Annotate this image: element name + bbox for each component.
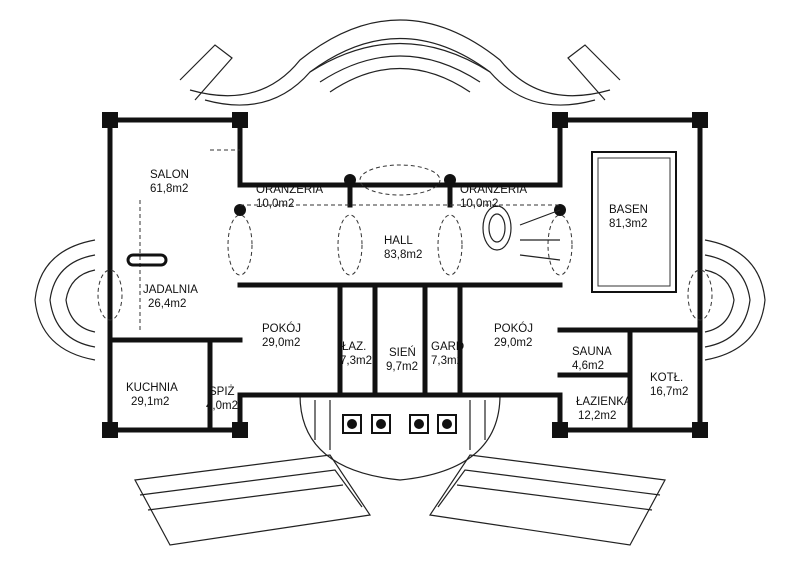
room-name-laz: ŁAZ. [342, 341, 366, 353]
room-labels: SALON 61,8m2 JADALNIA 26,4m2 KUCHNIA 29,… [126, 169, 688, 422]
room-area-kuchnia: 29,1m2 [131, 396, 169, 408]
room-name-sien: SIEŃ [389, 346, 416, 359]
room-name-salon: SALON [150, 169, 189, 181]
room-area-gard: 7,3m2 [431, 355, 463, 367]
room-area-sien: 9,7m2 [386, 361, 418, 373]
room-area-pokoj-right: 29,0m2 [494, 337, 532, 349]
room-name-pokoj-right: POKÓJ [494, 322, 533, 335]
room-name-basen: BASEN [609, 204, 648, 216]
room-name-hall: HALL [384, 235, 413, 247]
spiral-stair [482, 205, 512, 251]
room-area-spiz: 4,0m2 [206, 400, 238, 412]
stair-treads [519, 209, 561, 261]
dining-table [126, 253, 168, 267]
entrance-blocks [342, 414, 457, 434]
pool-outline [591, 151, 677, 293]
room-name-kuchnia: KUCHNIA [126, 382, 178, 394]
room-area-salon: 61,8m2 [150, 183, 188, 195]
room-area-jadalnia: 26,4m2 [148, 298, 186, 310]
room-area-sauna: 4,6m2 [572, 360, 604, 372]
side-terraces [34, 239, 766, 361]
room-area-pokoj-left: 29,0m2 [262, 337, 300, 349]
room-area-hall: 83,8m2 [384, 249, 422, 261]
room-area-laz: 7,3m2 [340, 355, 372, 367]
room-name-jadalnia: JADALNIA [143, 284, 198, 296]
interior-walls [107, 182, 703, 433]
room-area-oranzeria-left: 10,0m2 [256, 198, 294, 210]
exterior-walls [102, 112, 708, 438]
room-name-kotl: KOTŁ. [650, 372, 683, 384]
room-area-basen: 81,3m2 [609, 218, 647, 230]
room-area-lazienka: 12,2m2 [578, 410, 616, 422]
dashed-openings [97, 149, 713, 330]
room-name-oranzeria-right: ORANŻERIA [460, 183, 527, 196]
room-name-gard: GARD [431, 341, 464, 353]
room-name-oranzeria-left: ORANŻERIA [256, 183, 323, 196]
room-area-kotl: 16,7m2 [650, 386, 688, 398]
pool-inner [597, 157, 671, 287]
front-ramps [134, 394, 666, 546]
room-name-sauna: SAUNA [572, 346, 612, 358]
room-name-pokoj-left: POKÓJ [262, 322, 301, 335]
room-area-oranzeria-right: 10,0m2 [460, 198, 498, 210]
room-name-spiz: SPIŻ [209, 385, 235, 398]
room-name-lazienka: ŁAZIENKA [576, 396, 632, 408]
top-terrace [179, 19, 621, 106]
